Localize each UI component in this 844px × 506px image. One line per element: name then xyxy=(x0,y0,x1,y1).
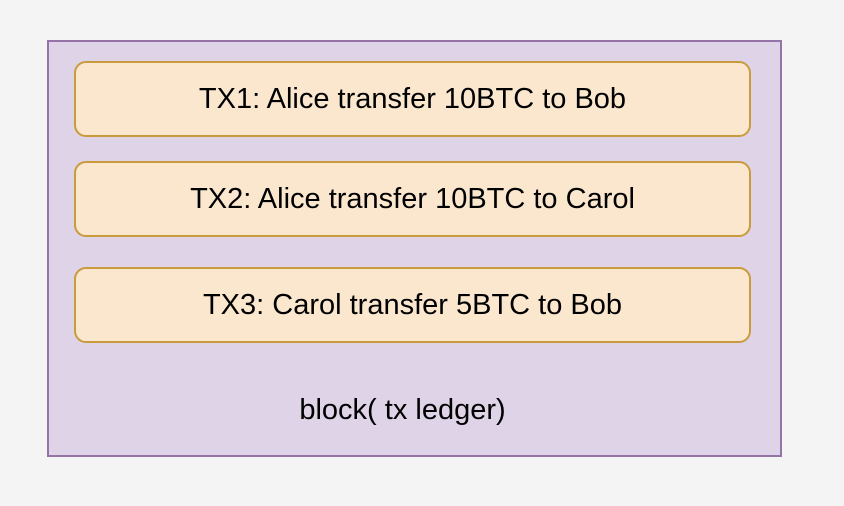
block-caption: block( tx ledger) xyxy=(299,394,506,426)
tx1-label: TX1: Alice transfer 10BTC to Bob xyxy=(198,82,627,115)
block-container: TX1: Alice transfer 10BTC to Bob TX2: Al… xyxy=(47,40,782,457)
tx-box-2: TX2: Alice transfer 10BTC to Carol xyxy=(74,161,751,237)
tx-box-3: TX3: Carol transfer 5BTC to Bob xyxy=(74,267,751,343)
tx-box-1: TX1: Alice transfer 10BTC to Bob xyxy=(74,61,751,137)
tx2-label: TX2: Alice transfer 10BTC to Carol xyxy=(190,182,635,215)
tx3-label: TX3: Carol transfer 5BTC to Bob xyxy=(202,288,623,321)
